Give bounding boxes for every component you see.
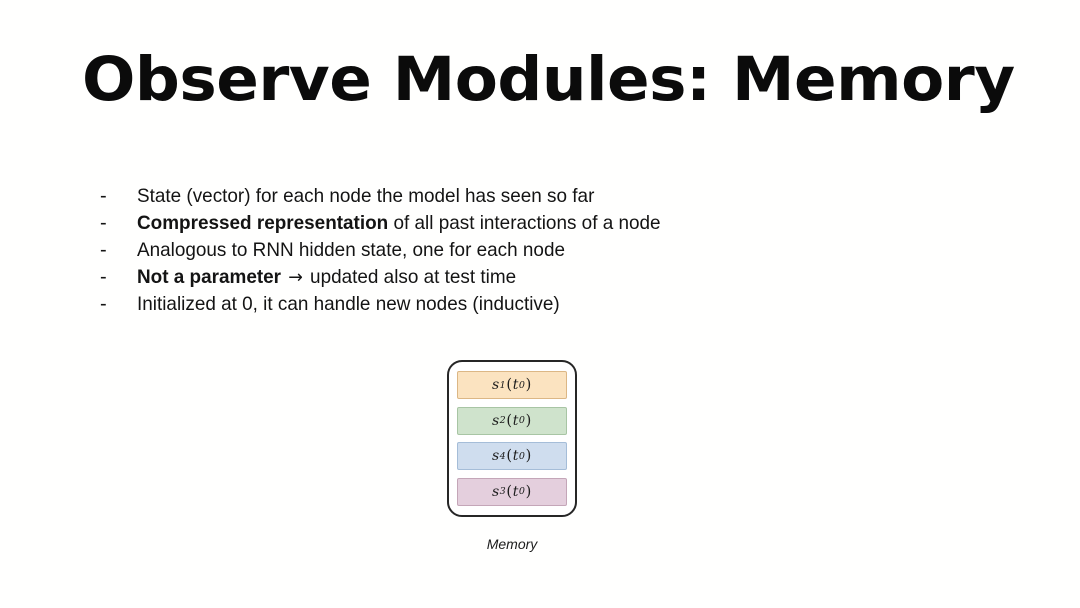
bullet-text: State (vector) for each node the model h… xyxy=(137,183,594,210)
slot-symbol: s xyxy=(491,377,500,393)
slot-paren-open: ( xyxy=(506,448,513,465)
slot-time-symbol: t xyxy=(512,448,519,465)
bullet-emphasis: Compressed representation xyxy=(137,212,389,234)
slot-symbol: s xyxy=(491,483,500,500)
memory-caption: Memory xyxy=(486,536,538,552)
bullet-item-compressed-representation: - Compressed representation of all past i… xyxy=(100,210,920,237)
bullet-span: Initialized at 0, it can handle new node… xyxy=(137,293,560,315)
slot-node-index: 1 xyxy=(499,379,506,391)
bullet-marker: - xyxy=(100,293,107,315)
bullet-span: State (vector) for each node the model h… xyxy=(137,185,595,207)
slot-time-index: 0 xyxy=(518,379,526,391)
slot-node-index: 4 xyxy=(499,450,506,462)
bullet-list: - State (vector) for each node the model … xyxy=(100,183,920,318)
bullet-text: Analogous to RNN hidden state, one for e… xyxy=(137,237,565,264)
bullet-item-state-vector: - State (vector) for each node the model … xyxy=(100,183,920,210)
slot-time-symbol: t xyxy=(512,412,519,429)
bullet-item-initialized-at-zero: - Initialized at 0, it can handle new nod… xyxy=(100,291,920,318)
arrow-icon: → xyxy=(288,267,303,288)
bullet-emphasis: Not a parameter xyxy=(137,266,282,288)
slot-paren-open: ( xyxy=(506,483,513,500)
slot-time-index: 0 xyxy=(518,450,526,462)
slot-node-index: 2 xyxy=(499,415,506,427)
bullet-marker: - xyxy=(100,266,107,288)
bullet-span: Analogous to RNN hidden state, one for e… xyxy=(137,239,565,261)
bullet-marker: - xyxy=(100,185,107,207)
bullet-item-not-a-parameter: - Not a parameter → updated also at test … xyxy=(100,264,920,291)
slot-symbol: s xyxy=(491,412,500,429)
slot-time-symbol: t xyxy=(512,483,519,500)
bullet-marker: - xyxy=(100,212,107,234)
bullet-text: Initialized at 0, it can handle new node… xyxy=(137,291,560,318)
bullet-span: updated also at test time xyxy=(304,266,517,288)
slot-time-index: 0 xyxy=(518,415,526,427)
slot-paren-close: ) xyxy=(525,412,532,429)
bullet-span: of all past interactions of a node xyxy=(388,212,661,234)
slot-paren-open: ( xyxy=(506,412,513,429)
slot-symbol: s xyxy=(491,448,500,465)
bullet-item-rnn-hidden-state: - Analogous to RNN hidden state, one for … xyxy=(100,237,920,264)
slot-time-symbol: t xyxy=(512,377,519,393)
bullet-marker: - xyxy=(100,239,107,261)
slot-node-index: 3 xyxy=(499,486,506,498)
page-title: Observe Modules: Memory xyxy=(82,44,1015,115)
slot-paren-close: ) xyxy=(525,483,532,500)
slot-time-index: 0 xyxy=(518,486,526,498)
slot-paren-close: ) xyxy=(525,448,532,465)
slot-paren-close: ) xyxy=(525,377,532,393)
slot-paren-open: ( xyxy=(506,377,513,393)
bullet-text: Not a parameter → updated also at test t… xyxy=(137,264,516,291)
bullet-text: Compressed representation of all past in… xyxy=(137,210,661,237)
